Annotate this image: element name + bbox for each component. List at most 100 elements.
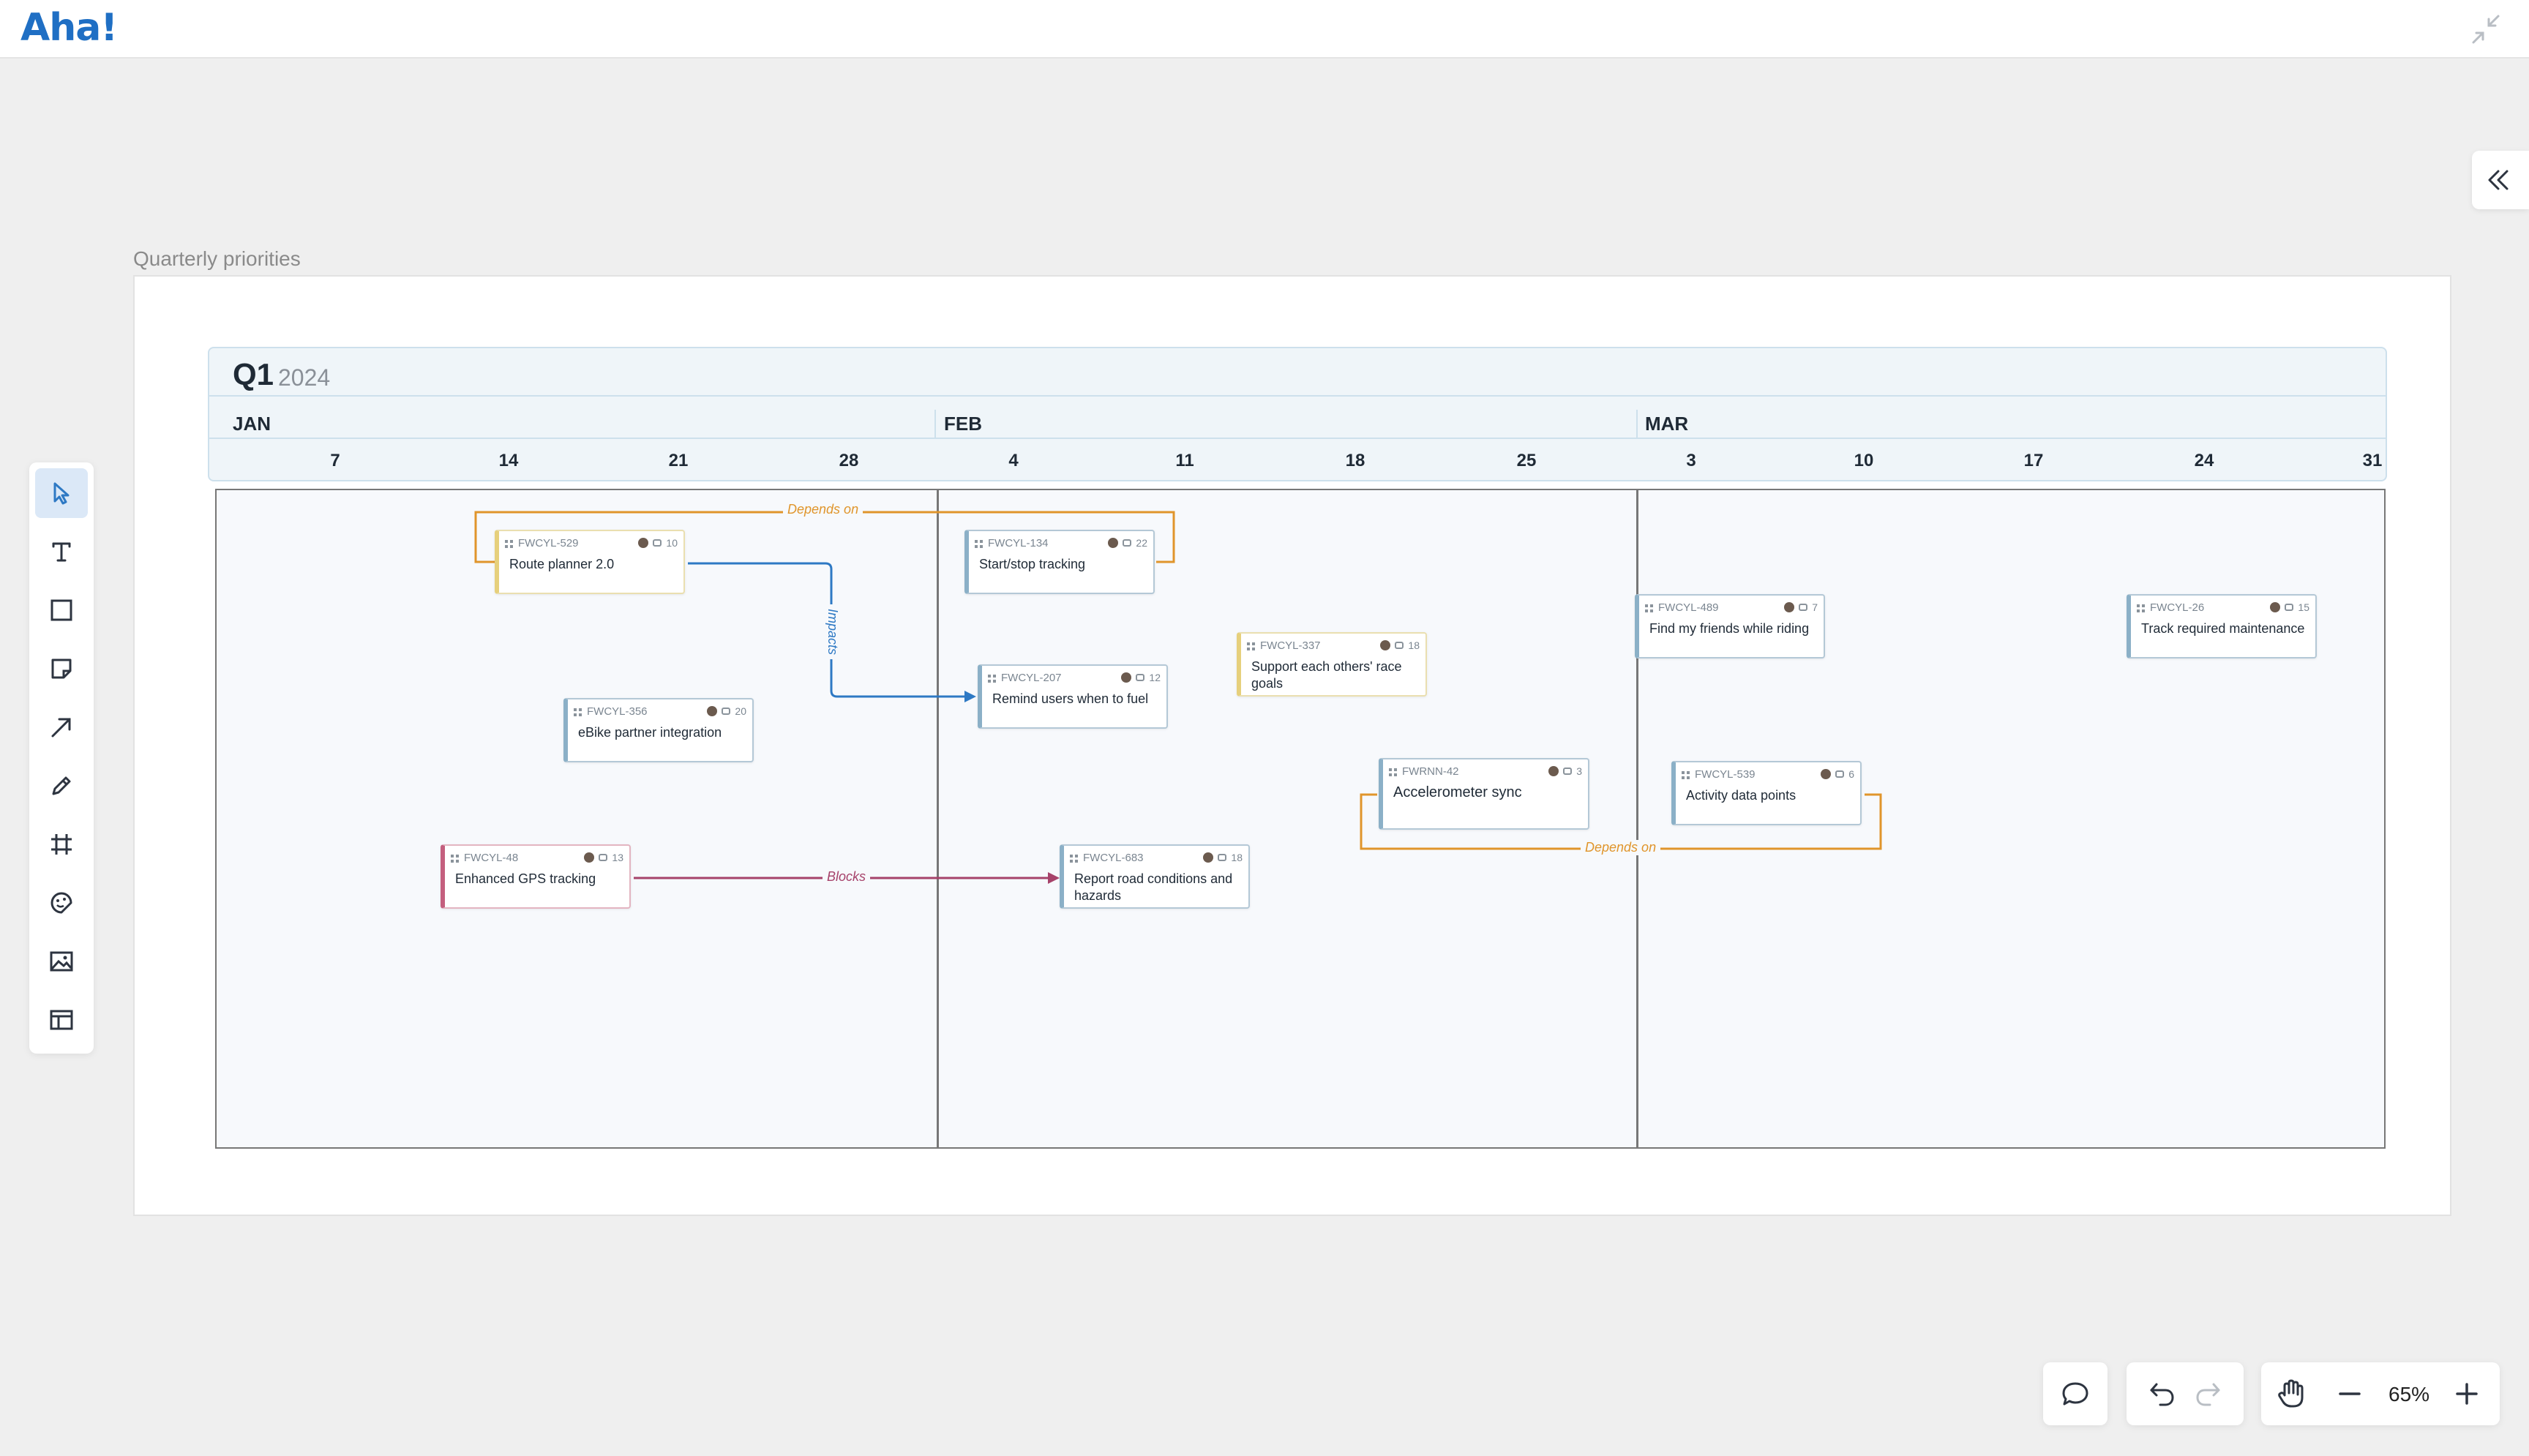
sticky-note-tool[interactable] [35, 644, 88, 694]
arrow-tool[interactable] [35, 702, 88, 752]
week-label: 17 [2023, 451, 2044, 470]
drag-handle-icon[interactable] [2137, 604, 2146, 613]
aha-logo[interactable]: Aha! [20, 6, 118, 50]
comment-count: 10 [666, 537, 678, 549]
undo-icon [2150, 1383, 2174, 1406]
exit-fullscreen-icon[interactable] [2466, 12, 2506, 47]
comment-icon [722, 708, 731, 715]
depends-on-label[interactable]: Depends on [783, 502, 863, 517]
drag-handle-icon[interactable] [1682, 771, 1690, 780]
card-meta: 7 [1784, 601, 1818, 613]
text-icon [52, 542, 71, 562]
drag-handle-icon[interactable] [505, 540, 514, 549]
month-label: MAR [1645, 413, 1689, 435]
week-label: 24 [2194, 451, 2214, 470]
impacts-label[interactable]: Impacts [825, 604, 840, 660]
impacts-arrowhead [964, 691, 976, 702]
comment-count: 7 [1812, 601, 1818, 613]
redo-button[interactable] [2189, 1376, 2226, 1412]
drag-handle-icon[interactable] [1070, 855, 1079, 863]
feature-key: FWCYL-134 [988, 537, 1049, 549]
quarter-year: 2024 [278, 364, 331, 391]
week-label: 21 [668, 451, 689, 470]
pen-icon [52, 776, 71, 795]
week-label: 11 [1175, 451, 1194, 470]
quarter-label: Q1 [233, 357, 274, 391]
comment-button[interactable] [2057, 1376, 2094, 1412]
drag-handle-icon[interactable] [1645, 604, 1654, 613]
comment-count: 15 [2298, 601, 2309, 613]
week-label: 4 [1008, 451, 1019, 470]
template-tool[interactable] [35, 995, 88, 1045]
feature-key: FWCYL-489 [1658, 601, 1719, 614]
zoom-out-button[interactable] [2331, 1376, 2368, 1412]
card-meta: 3 [1548, 765, 1582, 777]
comments-control [2043, 1362, 2108, 1425]
card-meta: 18 [1203, 852, 1243, 863]
comment-count: 18 [1408, 639, 1420, 651]
drag-handle-icon[interactable] [1389, 768, 1398, 777]
undo-button[interactable] [2144, 1376, 2181, 1412]
expand-panel-button[interactable] [2472, 151, 2529, 209]
text-tool[interactable] [35, 527, 88, 577]
avatar [1548, 766, 1559, 776]
sticker-tool[interactable] [35, 878, 88, 928]
frame-tool[interactable] [35, 819, 88, 869]
comment-count: 20 [735, 705, 746, 717]
avatar [1380, 640, 1391, 650]
month-label: FEB [944, 413, 982, 435]
image-tool[interactable] [35, 937, 88, 986]
card-meta: 10 [638, 537, 678, 549]
feature-name: eBike partner integration [578, 725, 722, 740]
week-label: 7 [330, 451, 340, 470]
timeline-header [208, 347, 2387, 481]
month-label: JAN [233, 413, 271, 435]
card-meta: 12 [1121, 672, 1161, 683]
drag-handle-icon[interactable] [1247, 642, 1256, 651]
select-tool[interactable] [35, 468, 88, 518]
avatar [1121, 672, 1132, 683]
template-icon [50, 1010, 73, 1030]
comment-icon [1835, 770, 1845, 778]
feature-name: Start/stop tracking [979, 557, 1086, 571]
month-gridline [937, 489, 939, 1149]
pen-tool[interactable] [35, 761, 88, 811]
zoom-control: 65% [2261, 1362, 2500, 1425]
drag-handle-icon[interactable] [975, 540, 984, 549]
blocks-label[interactable]: Blocks [823, 869, 871, 885]
arrow-icon [51, 718, 71, 738]
hand-icon [2278, 1379, 2304, 1408]
square-icon [50, 599, 72, 621]
drag-handle-icon[interactable] [574, 708, 582, 717]
card-meta: 6 [1821, 768, 1854, 780]
double-chevron-left-icon [2488, 170, 2509, 190]
drag-handle-icon[interactable] [988, 675, 997, 683]
pan-button[interactable] [2273, 1376, 2309, 1412]
top-bar: Aha! [0, 0, 2529, 59]
shape-tool[interactable] [35, 585, 88, 635]
drag-handle-icon[interactable] [451, 855, 460, 863]
comment-icon [1395, 642, 1404, 649]
depends-on-label[interactable]: Depends on [1581, 840, 1661, 855]
comment-count: 12 [1149, 672, 1161, 683]
card-meta: 15 [2270, 601, 2309, 613]
zoom-level[interactable]: 65% [2388, 1383, 2430, 1406]
card-meta: 13 [584, 852, 623, 863]
feature-key: FWCYL-529 [518, 537, 579, 549]
comment-icon [1123, 539, 1132, 547]
avatar [1108, 538, 1119, 548]
image-icon [50, 951, 73, 972]
zoom-in-button[interactable] [2449, 1376, 2485, 1412]
week-label: 31 [2362, 451, 2383, 470]
